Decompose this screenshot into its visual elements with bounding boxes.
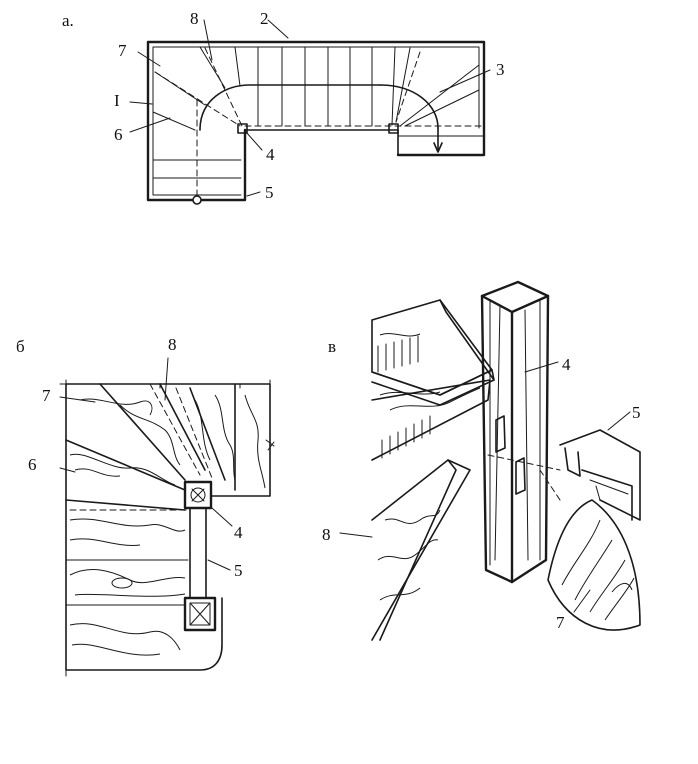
detail-v-label-5: 5 [632, 403, 641, 422]
detail-b-label-5: 5 [234, 561, 243, 580]
panel-label-a: а. [62, 11, 74, 30]
detail-v-label-7: 7 [556, 613, 565, 632]
plan-label-3: 3 [496, 60, 505, 79]
detail-v-label-8: 8 [322, 525, 331, 544]
panel-label-b: б [16, 337, 25, 356]
plan-label-4: 4 [266, 145, 275, 164]
plan-label-6: 6 [114, 125, 123, 144]
plan-label-1: I [114, 91, 120, 110]
panel-label-v: в [328, 337, 336, 356]
detail-b-view [59, 357, 275, 681]
detail-b-label-7: 7 [42, 386, 51, 405]
detail-b-label-8: 8 [168, 335, 177, 354]
detail-v-view [339, 280, 641, 641]
detail-v-label-4: 4 [562, 355, 571, 374]
detail-b-label-4: 4 [234, 523, 243, 542]
plan-view [129, 19, 491, 205]
plan-label-8: 8 [190, 9, 199, 28]
detail-b-label-6: 6 [28, 455, 37, 474]
plan-label-2: 2 [260, 9, 269, 28]
plan-label-7: 7 [118, 41, 127, 60]
plan-label-5: 5 [265, 183, 274, 202]
